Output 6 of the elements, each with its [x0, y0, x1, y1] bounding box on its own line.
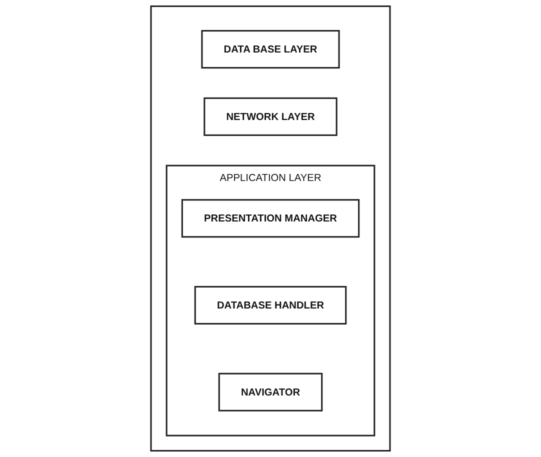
node-box: DATA BASE LAYER — [201, 30, 340, 69]
node-box: PRESENTATION MANAGER — [181, 199, 360, 238]
node-box: NETWORK LAYER — [204, 97, 338, 136]
node-box: DATABASE HANDLER — [194, 286, 347, 325]
cluster — [150, 5, 391, 452]
node-box: NAVIGATOR — [218, 372, 323, 412]
